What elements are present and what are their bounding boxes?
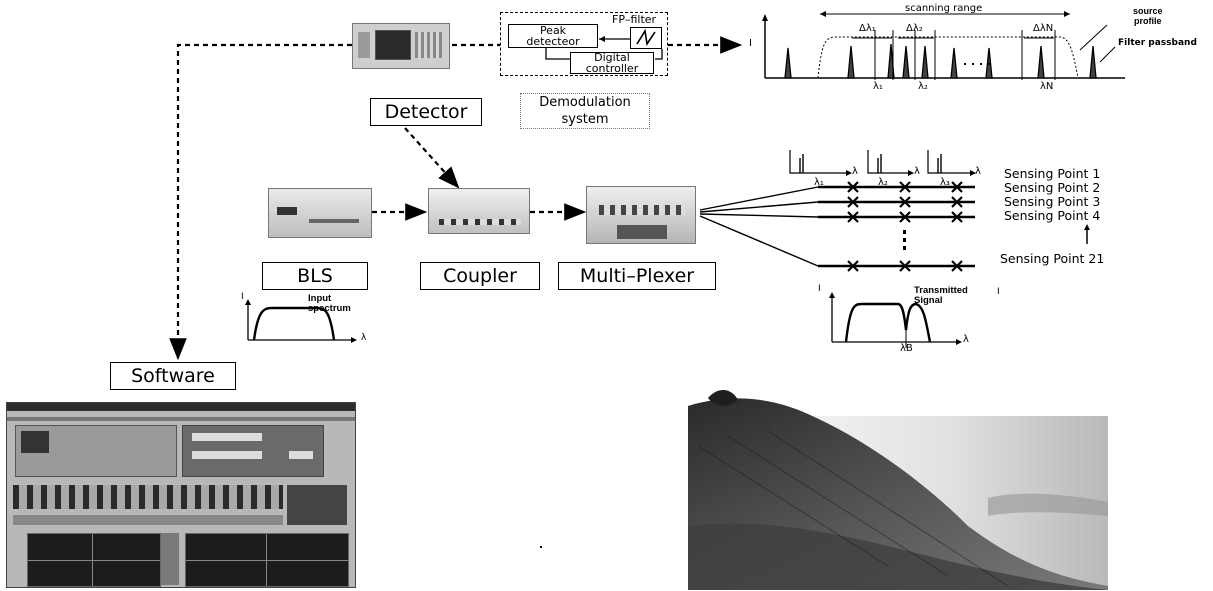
sensing-point-3-label: Sensing Point 3 xyxy=(1004,194,1100,209)
sensing-point-4-label: Sensing Point 4 xyxy=(1004,208,1100,223)
input-lambda-label: λ xyxy=(361,333,366,343)
coupler-device xyxy=(428,188,530,234)
multiplexer-device xyxy=(586,186,696,244)
field-site-photo xyxy=(688,386,1108,590)
mini-lambda-label-3: λ xyxy=(975,166,981,177)
detector-coupler-line xyxy=(405,128,458,187)
transmitted-label-2: Signal xyxy=(914,296,968,306)
software-label-box: Software xyxy=(110,362,236,390)
sensing-lambda-2: λ₂ xyxy=(878,177,888,188)
sensing-point-1-label: Sensing Point 1 xyxy=(1004,166,1100,181)
stray-dot xyxy=(540,546,542,548)
detector-keypad xyxy=(415,32,443,58)
detector-device xyxy=(352,23,450,69)
transmitted-signal-label: Transmitted Signal xyxy=(914,286,968,306)
delta-lambda-1-label: Δλ₁ xyxy=(859,23,876,34)
digital-label-2: controller xyxy=(571,64,653,75)
demodulation-label-2: system xyxy=(521,111,649,128)
software-plot-right xyxy=(185,533,349,587)
delta-lambda-n-label: ΔλN xyxy=(1033,23,1053,34)
mini-lambda-label-2: λ xyxy=(914,166,920,177)
sensing-network xyxy=(780,140,1000,280)
sensing-lambda-1: λ₁ xyxy=(814,177,824,188)
lambda-1-label: λ₁ xyxy=(873,81,883,92)
detector-screen xyxy=(375,30,411,60)
lambda-b-label: λB xyxy=(900,343,913,354)
multiplexer-label-box: Multi–Plexer xyxy=(558,262,716,290)
detector-label-box: Detector xyxy=(370,98,482,126)
spectrum-ellipsis: . . . . xyxy=(963,55,991,68)
sensing-point-2-label: Sensing Point 2 xyxy=(1004,180,1100,195)
mini-lambda-label-1: λ xyxy=(852,166,858,177)
transmitted-lambda-label: λ xyxy=(963,334,969,345)
sensing-continuation-arrow xyxy=(1082,224,1092,246)
source-profile-label: source profile xyxy=(1133,6,1163,26)
transmitted-intensity-label: I xyxy=(818,284,821,294)
source-label-1: source xyxy=(1133,6,1163,16)
digital-controller-box: Digital controller xyxy=(570,52,654,74)
delta-lambda-2-label: Δλ₂ xyxy=(906,23,923,34)
transmitted-intensity-label-2: I xyxy=(997,287,1000,297)
source-label-2: profile xyxy=(1133,16,1163,26)
lambda-2-label: λ₂ xyxy=(918,81,928,92)
demodulation-label-1: Demodulation xyxy=(521,94,649,111)
filter-passband-label: Filter passband xyxy=(1118,38,1197,48)
bls-device xyxy=(268,188,372,238)
scanning-range-label: scanning range xyxy=(905,3,982,14)
input-intensity-label: I xyxy=(241,292,244,302)
coupler-label-box: Coupler xyxy=(420,262,540,290)
input-spectrum-label: Input spectrum xyxy=(308,294,351,314)
input-label-2: spectrum xyxy=(308,304,351,314)
intensity-label-top: I xyxy=(749,38,752,49)
sensing-point-21-label: Sensing Point 21 xyxy=(1000,251,1104,266)
software-screenshot xyxy=(6,402,356,588)
sensing-lambda-3: λ₃ xyxy=(940,177,950,188)
lambda-n-label: λN xyxy=(1040,81,1053,92)
software-plot-left xyxy=(27,533,161,587)
bls-label-box: BLS xyxy=(262,262,368,290)
demodulation-caption-box: Demodulation system xyxy=(520,93,650,129)
